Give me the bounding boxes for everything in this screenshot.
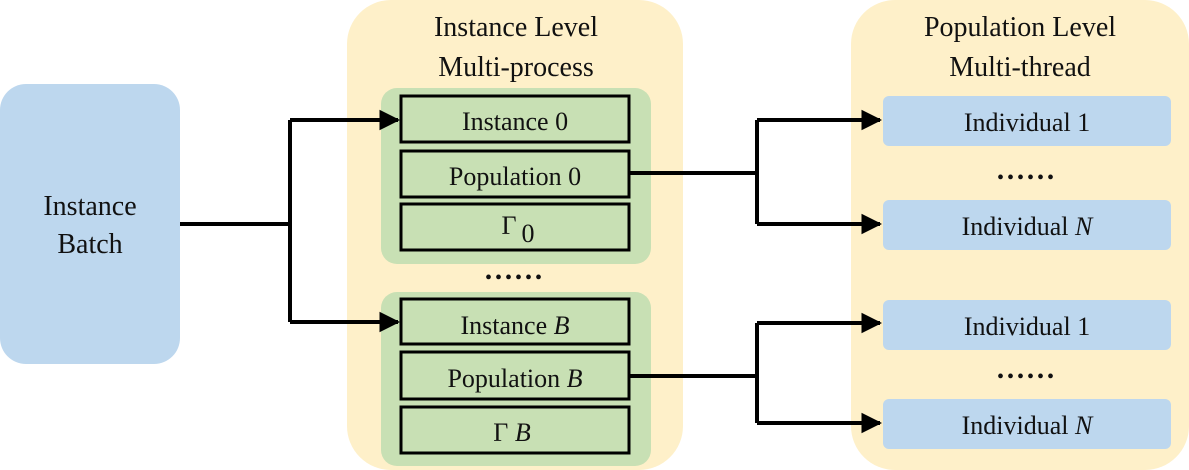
gamma-label-top: Γ (501, 211, 516, 240)
individual-label-top-first: Individual 1 (964, 108, 1090, 137)
gamma-box-top (399, 202, 631, 252)
individual-box-bottom-first (883, 300, 1171, 350)
individual-label-bottom-last: Individual N (962, 411, 1094, 440)
individual-box-top-last (883, 200, 1171, 250)
population-label-top: Population 0 (449, 162, 581, 191)
connector-population-top-to-individuals (629, 109, 883, 235)
connector-population-bottom-to-individuals (629, 312, 883, 434)
instance-label-bottom: Instance B (460, 311, 569, 340)
instance-level-title-line2: Multi-process (438, 52, 594, 83)
instance-group-top (381, 88, 651, 264)
population-level-title-line1: Population Level (924, 12, 1116, 43)
individual-label-bottom-first: Individual 1 (964, 312, 1090, 341)
instance-batch-label-line2: Batch (57, 229, 122, 260)
instance-box-bottom (399, 297, 631, 346)
ellipsis-individuals-top: •••••• (997, 167, 1057, 189)
instance-batch-box (0, 84, 180, 364)
gamma-sub-top: 0 (522, 219, 535, 248)
instance-label-top: Instance 0 (462, 107, 568, 136)
population-label-bottom: Population B (447, 364, 582, 393)
instance-group-bottom (381, 292, 651, 466)
instance-box-top (399, 94, 631, 144)
ellipsis-individuals-bottom: •••••• (997, 366, 1057, 388)
ellipsis-instances: •••••• (485, 267, 545, 289)
individual-box-bottom-last (883, 399, 1171, 449)
gamma-label-bottom: Γ B (493, 418, 531, 447)
connector-batch-to-instances (180, 109, 401, 333)
gamma-box-bottom (399, 405, 631, 455)
individual-box-top-first (883, 96, 1171, 146)
individual-label-top-last: Individual N (962, 212, 1094, 241)
population-level-title-line2: Multi-thread (949, 52, 1091, 83)
instance-batch-label-line1: Instance (43, 191, 136, 222)
instance-level-title-line1: Instance Level (434, 12, 598, 43)
